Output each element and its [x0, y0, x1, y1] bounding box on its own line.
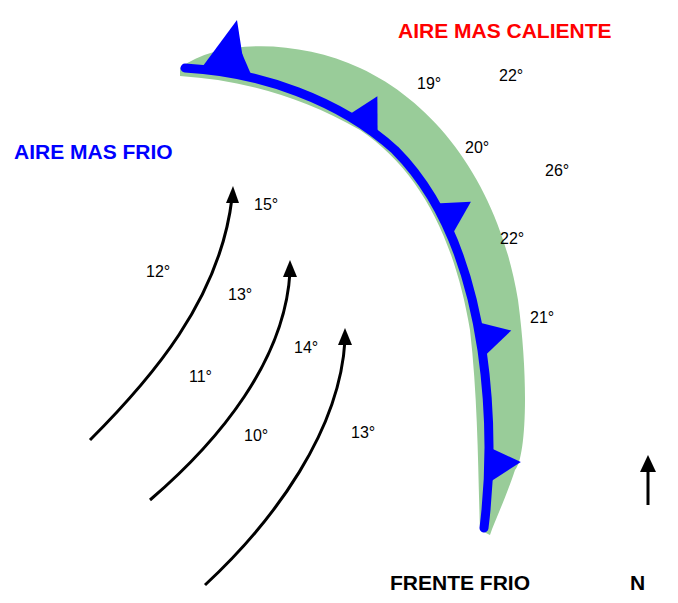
warm-air-label: AIRE MAS CALIENTE [398, 20, 612, 41]
north-label: N [630, 572, 645, 593]
temperature-reading: 22° [500, 231, 524, 247]
temperature-reading: 15° [254, 197, 278, 213]
temperature-reading: 13° [351, 425, 375, 441]
front-triangle [348, 96, 378, 135]
cold-front-line [185, 68, 489, 528]
front-triangles [200, 20, 521, 483]
front-triangle [488, 447, 521, 483]
temperature-reading: 10° [244, 428, 268, 444]
temperature-reading: 12° [146, 264, 170, 280]
north-arrow [640, 455, 656, 505]
wind-arrows [90, 198, 345, 585]
temperature-reading: 22° [499, 68, 523, 84]
front-triangle [436, 202, 471, 236]
front-triangle [477, 322, 511, 358]
temperature-reading: 26° [545, 163, 569, 179]
temperature-reading: 19° [417, 76, 441, 92]
temperature-reading: 11° [189, 369, 212, 385]
front-triangle [200, 20, 245, 72]
front-name: FRENTE FRIO [390, 572, 530, 593]
arrow-heads [226, 186, 352, 345]
front-band [180, 46, 525, 535]
temperature-reading: 21° [530, 310, 554, 326]
cold-air-label: AIRE MAS FRIO [14, 141, 173, 162]
temperature-reading: 14° [294, 340, 318, 356]
temperature-reading: 20° [465, 140, 489, 156]
temperature-reading: 13° [228, 287, 252, 303]
